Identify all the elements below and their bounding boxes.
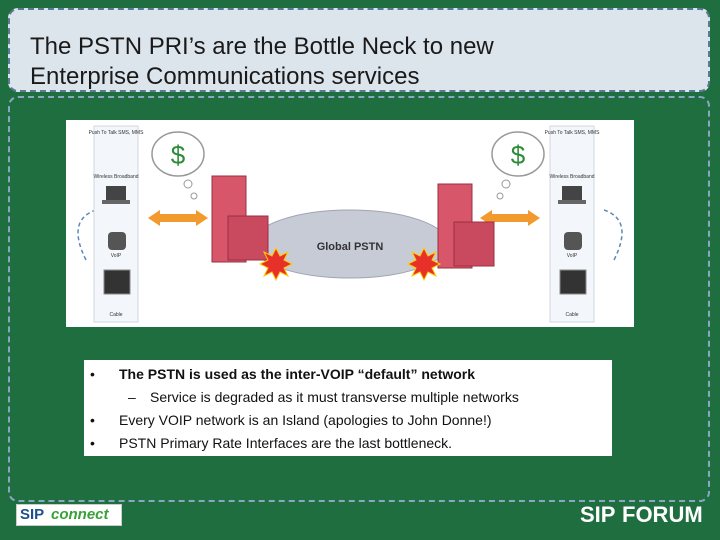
title-line-1: The PSTN PRI’s are the Bottle Neck to ne… [30,33,494,60]
laptop-icon [106,186,126,200]
left-building-annex-icon [227,215,269,261]
left-cloud [151,131,205,177]
diagram-svg: Push To Talk SMS, MMS Wireless Broadband… [77,125,623,323]
bullet-sub-item: – Service is degraded as it must transve… [84,389,612,409]
left-arc [77,209,97,261]
bullet-list: • The PSTN is used as the inter-VOIP “de… [84,360,612,456]
slide-title: The PSTN PRI’s are the Bottle Neck to ne… [30,32,494,92]
network-diagram: Push To Talk SMS, MMS Wireless Broadband… [66,120,634,327]
right-arc [603,209,623,261]
right-device-label: Wireless Broadband [549,174,594,180]
dollar-icon: $ [511,140,526,170]
sub-bullet-text: Service is degraded as it must transvers… [150,389,519,405]
right-cloud [491,131,545,177]
left-device-label: VoIP [111,253,122,259]
bullet-marker: • [90,366,95,382]
left-device-label: Wireless Broadband [93,174,138,180]
pstn-label: Global PSTN [317,241,384,253]
phone-icon [108,232,126,250]
monitor-icon [559,269,587,295]
bullet-item: • Every VOIP network is an Island (apolo… [84,412,612,432]
right-device-label: Cable [565,312,578,318]
left-cloud-bubble [183,179,193,189]
bullet-item: • PSTN Primary Rate Interfaces are the l… [84,435,612,455]
laptop-base-icon [558,200,586,204]
sub-bullet-marker: – [128,389,136,405]
left-device-label: Push To Talk SMS, MMS [89,130,144,136]
sipforum-logo: SIP FORUM [580,502,704,528]
left-arrow-icon [148,210,208,226]
right-building-annex-icon [453,221,495,267]
logo-text-connect: connect [51,506,109,523]
content-area [8,96,710,502]
bullet-text: The PSTN is used as the inter-VOIP “defa… [119,366,476,382]
laptop-base-icon [102,200,130,204]
bullet-text: PSTN Primary Rate Interfaces are the las… [119,435,453,451]
left-device-label: Cable [109,312,122,318]
bullet-item: • The PSTN is used as the inter-VOIP “de… [84,366,612,386]
left-cloud-bubble [190,192,198,200]
bottleneck-burst-icon [258,246,294,282]
title-box: The PSTN PRI’s are the Bottle Neck to ne… [8,8,710,92]
right-arrow-icon [480,210,540,226]
right-device-label: VoIP [567,253,578,259]
dollar-icon: $ [171,140,186,170]
bullet-text: Every VOIP network is an Island (apologi… [119,412,492,428]
right-cloud-bubble [496,192,504,200]
right-cloud-bubble [501,179,511,189]
title-line-2: Enterprise Communications services [30,63,420,90]
logo-text-forum: FORUM [622,502,703,527]
bullet-marker: • [90,412,95,428]
bottleneck-burst-icon [406,246,442,282]
laptop-icon [562,186,582,200]
right-device-label: Push To Talk SMS, MMS [545,130,600,136]
sipconnect-logo: SIP connect [16,504,122,526]
bullet-marker: • [90,435,95,451]
logo-text-sip: SIP [20,506,45,523]
phone-icon [564,232,582,250]
logo-text-sip: SIP [580,502,616,527]
monitor-icon [103,269,131,295]
